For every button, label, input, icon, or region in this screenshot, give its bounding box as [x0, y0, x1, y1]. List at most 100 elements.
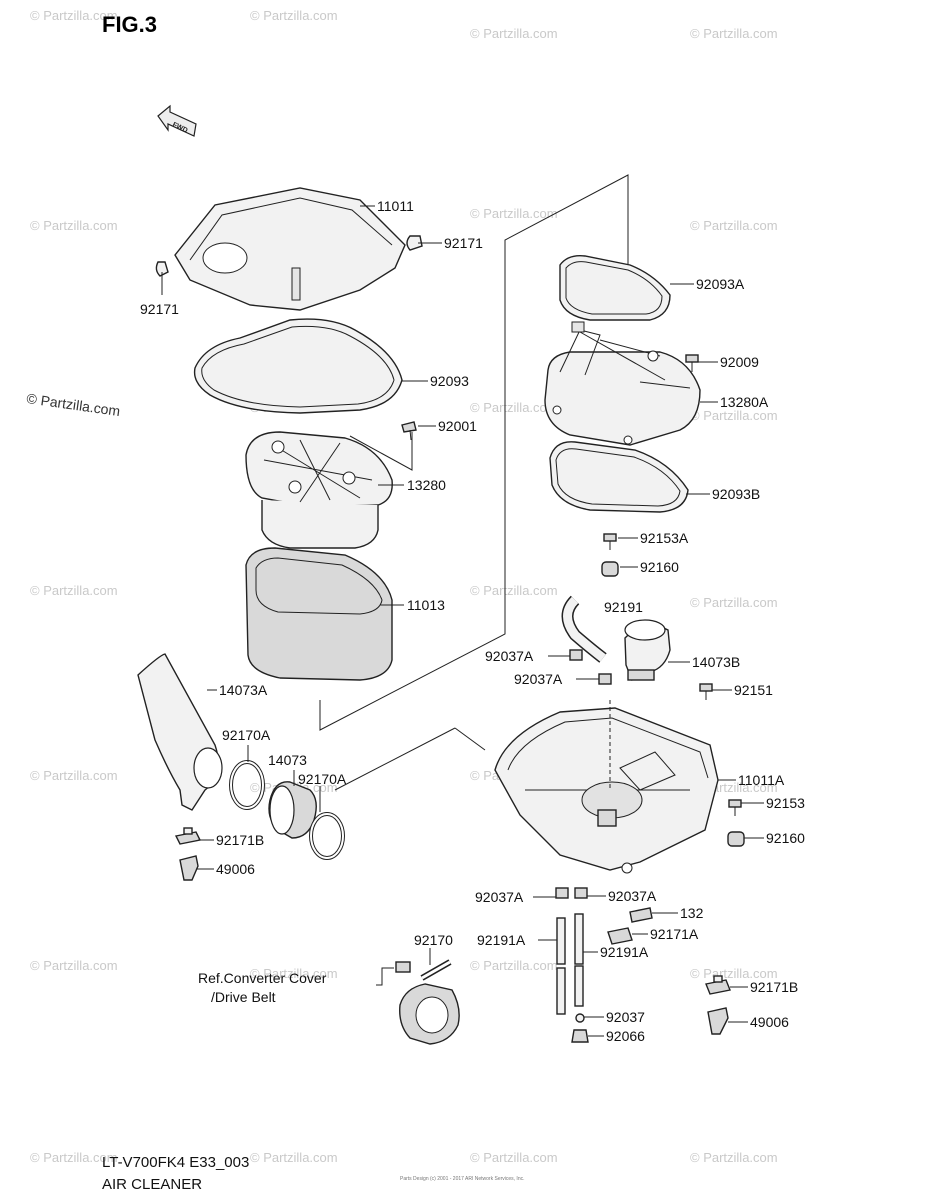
- fwd-arrow-icon: FWD: [157, 104, 197, 137]
- label-92037A: 92037A: [475, 889, 524, 905]
- label-92093A: 92093A: [696, 276, 745, 292]
- part-92171-clip-right: [406, 235, 423, 251]
- part-49006-plug-left: [179, 855, 199, 881]
- watermark: © Partzilla.com: [470, 206, 558, 221]
- figure-title: FIG.3: [102, 12, 157, 37]
- part-92170A-clamp-1: [229, 760, 265, 810]
- part-13280-filter-frame: [245, 431, 393, 549]
- watermark: © Partzilla.com: [470, 1150, 558, 1165]
- label-92151: 92151: [734, 682, 773, 698]
- watermark: © Partzilla.com: [30, 958, 118, 973]
- label-92037A: 92037A: [485, 648, 534, 664]
- footer-caption: AIR CLEANER: [102, 1176, 202, 1193]
- part-92160-grommet-bottom: [727, 831, 745, 847]
- part-92171-clip-left: [155, 261, 169, 277]
- label-92153A: 92153A: [640, 530, 689, 546]
- part-92001-screw: [401, 421, 417, 441]
- part-92160-grommet-top: [601, 561, 619, 577]
- label-92037: 92037: [606, 1009, 645, 1025]
- watermark: © Partzilla.com: [690, 595, 778, 610]
- watermarks: © Partzilla.com © Partzilla.com © Partzi…: [26, 8, 778, 1165]
- label-49006: 49006: [750, 1014, 789, 1030]
- part-92191A-hose-left: [556, 917, 566, 1015]
- part-92037A-clamp-3: [555, 887, 569, 899]
- label-92093: 92093: [430, 373, 469, 389]
- part-92153-screw: [728, 799, 742, 816]
- part-92170A-clamp-2: [309, 812, 345, 860]
- label-92171B: 92171B: [750, 979, 798, 995]
- watermark: © Partzilla.com: [690, 408, 778, 423]
- part-11013-filter-element: [245, 547, 393, 681]
- label-13280: 13280: [407, 477, 446, 493]
- watermark: © Partzilla.com: [30, 218, 118, 233]
- watermark: © Partzilla.com: [690, 218, 778, 233]
- label-92171: 92171: [140, 301, 179, 317]
- watermark: © Partzilla.com: [470, 400, 558, 415]
- label-132: 132: [680, 905, 704, 921]
- leader-lines: [161, 205, 764, 1037]
- watermark: © Partzilla.com: [30, 583, 118, 598]
- part-14073-joint: [268, 781, 317, 839]
- watermark: © Partzilla.com: [250, 966, 338, 981]
- part-92009-screw: [685, 354, 699, 372]
- label-11013: 11013: [407, 597, 445, 613]
- part-92093B-gasket: [549, 441, 689, 513]
- watermark: © Partzilla.com: [690, 26, 778, 41]
- watermark: © Partzilla.com: [470, 583, 558, 598]
- label-92153: 92153: [766, 795, 805, 811]
- label-11011: 11011: [377, 198, 414, 214]
- label-92037A: 92037A: [608, 888, 657, 904]
- part-92171B-clip-left: [174, 827, 202, 845]
- label-92001: 92001: [438, 418, 477, 434]
- label-14073: 14073: [268, 752, 307, 768]
- part-92191A-hose-right: [574, 913, 584, 1007]
- watermark: © Partzilla.com: [470, 26, 558, 41]
- part-92093A-gasket: [559, 255, 671, 321]
- part-92153A-screw: [603, 533, 617, 550]
- footer-model: LT-V700FK4 E33_003: [102, 1154, 249, 1171]
- part-92037A-clamp-1: [569, 649, 583, 661]
- label-92009: 92009: [720, 354, 759, 370]
- part-92151-screw: [699, 683, 713, 700]
- part-13280A-frame: [544, 321, 701, 446]
- label-14073B: 14073B: [692, 654, 740, 670]
- watermark: © Partzilla.com: [470, 958, 558, 973]
- label-49006: 49006: [216, 861, 255, 877]
- group-divider-line: [334, 727, 456, 791]
- part-92171A-clip: [607, 927, 633, 945]
- label-13280A: 13280A: [720, 394, 769, 410]
- label-92066: 92066: [606, 1028, 645, 1044]
- part-14073A-duct: [137, 653, 223, 811]
- part-92066-plug: [571, 1029, 589, 1043]
- part-11011A-case: [494, 707, 719, 874]
- label-92171: 92171: [444, 235, 483, 251]
- part-92093-gasket: [193, 318, 403, 414]
- part-92170-clamp: [420, 959, 452, 981]
- part-14073B-duct: [624, 619, 671, 681]
- group-divider-line: [454, 727, 486, 751]
- watermark: © Partzilla.com: [30, 8, 118, 23]
- footer-copyright: Parts Design (c) 2001 - 2017 ARI Network…: [400, 1176, 525, 1182]
- watermark: © Partzilla.com: [30, 1150, 118, 1165]
- label-92171A: 92171A: [650, 926, 699, 942]
- watermark: © Partzilla.com: [250, 1150, 338, 1165]
- watermark-dark: © Partzilla.com: [26, 390, 122, 419]
- label-ref-drive-belt: /Drive Belt: [211, 989, 276, 1005]
- label-92160: 92160: [640, 559, 679, 575]
- watermark: © Partzilla.com: [690, 966, 778, 981]
- watermark: © Partzilla.com: [690, 1150, 778, 1165]
- part-converter-cover: [395, 961, 460, 1045]
- part-49006-plug-right: [707, 1007, 729, 1035]
- part-92171B-clip-right: [705, 975, 731, 995]
- label-11011A: 11011A: [738, 772, 785, 788]
- label-92191A: 92191A: [600, 944, 649, 960]
- part-92037A-clamp-2: [598, 673, 612, 685]
- watermark: © Partzilla.com: [30, 768, 118, 783]
- label-ref-converter-cover: Ref.Converter Cover: [198, 970, 327, 986]
- label-92170: 92170: [414, 932, 453, 948]
- label-92191A: 92191A: [477, 932, 526, 948]
- watermark: © Partzilla.com: [250, 8, 338, 23]
- label-92037A: 92037A: [514, 671, 563, 687]
- label-92170A: 92170A: [222, 727, 271, 743]
